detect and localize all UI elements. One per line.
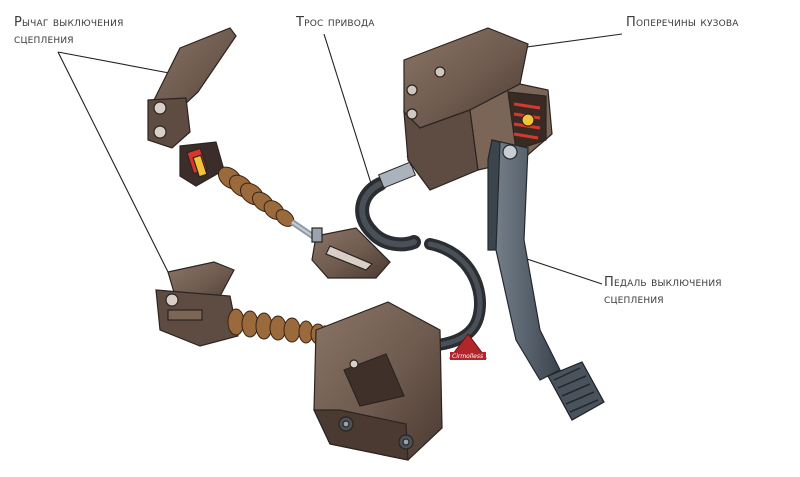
release-lever-label: Рычаг выключения сцепления <box>14 14 124 48</box>
lower-rubber-boot <box>227 308 326 345</box>
release-pedal-label: Педаль выключения сцепления <box>604 274 722 308</box>
release-lever-label-line1: Рычаг выключения <box>14 15 124 30</box>
leader-lever-lower <box>57 51 179 293</box>
upper-cable-bracket <box>311 227 391 279</box>
release-lever-upper <box>147 27 237 187</box>
body-crossmembers-label: Поперечины кузова <box>626 15 739 30</box>
release-pedal-label-line2: сцепления <box>604 292 664 307</box>
svg-text:Cirmolless: Cirmolless <box>452 353 483 360</box>
release-pedal-label-line1: Педаль выключения <box>604 275 722 290</box>
watermark-logo: Cirmolless <box>449 333 487 360</box>
leader-lever-upper <box>57 51 186 77</box>
body-crossmember-bracket <box>403 27 553 191</box>
pedal-pad <box>547 361 605 421</box>
leader-cable <box>323 33 376 197</box>
drive-cable-label: Трос привода <box>296 15 375 30</box>
release-lever-lower <box>155 261 239 347</box>
release-lever-label-line2: сцепления <box>14 32 74 47</box>
transmission-bracket <box>313 301 443 461</box>
clutch-release-pedal <box>487 139 561 381</box>
